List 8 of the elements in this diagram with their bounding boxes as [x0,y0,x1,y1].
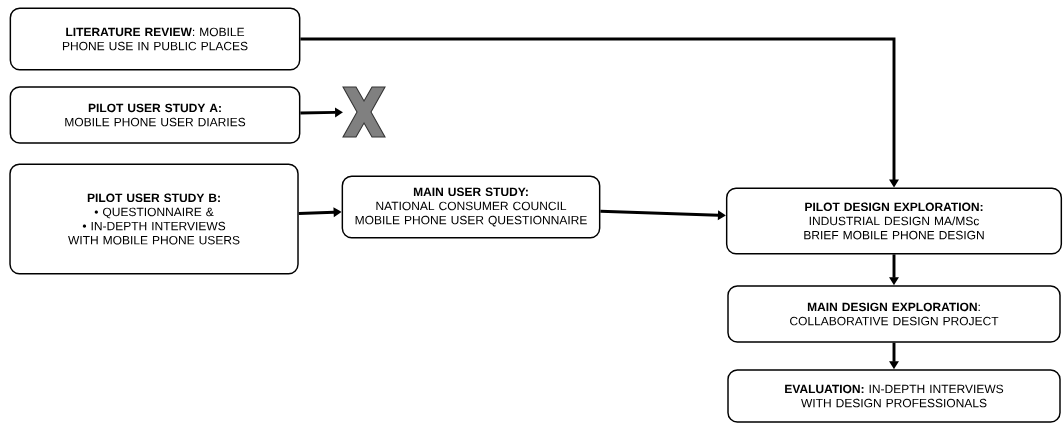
process-box: PILOT DESIGN EXPLORATION: INDUSTRIAL DESIGN MA/MSc BRIEF MOBILE PHONE DESIGN [725,187,1063,255]
process-box: LITERATURE REVIEW: MOBILE PHONE USE IN PUBLIC PLACES [9,7,301,71]
process-box: PILOT USER STUDY A: MOBILE PHONE USER DIARIES [9,86,301,144]
process-box: EVALUATION: IN-DEPTH INTERVIEWS WITH DESIGN PROFESSIONALS [727,369,1061,423]
cross-mark [342,86,386,138]
process-box: MAIN USER STUDY: NATIONAL CONSUMER COUNCIL MOBILE PHONE USER QUESTIONNAIRE [341,175,601,239]
process-box: PILOT USER STUDY B: • QUESTIONNAIRE & • IN-DEPTH INTERVIEWS WITH MOBILE PHONE USERS [9,163,299,275]
process-box: MAIN DESIGN EXPLORATION: COLLABORATIVE DESIGN PROJECT [727,285,1061,343]
